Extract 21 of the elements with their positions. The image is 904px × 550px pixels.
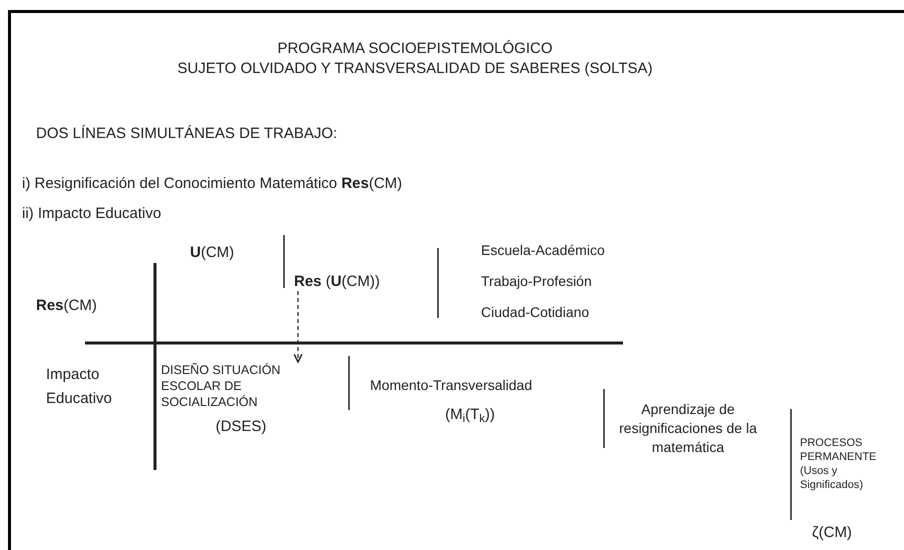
text-label: Escuela-Académico (481, 241, 605, 260)
stage-acronym: (DSES) (214, 417, 268, 437)
stage-formula: (M$_{i}$(T$_{k}$)) (444, 405, 496, 426)
stage-title: Momento-Transversalidad (370, 376, 534, 395)
text-label: i) Resignificación del Conocimiento Matemático Res(CM) (22, 174, 402, 194)
column-heading: Res (U(CM)) (294, 272, 381, 292)
text-label: Ciudad-Cotidiano (481, 303, 590, 322)
text-label: ii) Impacto Educativo (22, 204, 162, 224)
text-label: DOS LÍNEAS SIMULTÁNEAS DE TRABAJO: (36, 124, 338, 144)
dashed-arrow (293, 291, 303, 363)
stage-note: (Usos y Significados) (800, 464, 864, 492)
text-label: SUJETO OLVIDADO Y TRANSVERSALIDAD DE SABERES (SOLTSA) (176, 59, 654, 79)
stage-title: DISEÑO SITUACIÓN ESCOLAR DE SOCIALIZACIÓN (161, 362, 282, 410)
text-label: PROGRAMA SOCIOEPISTEMOLÓGICO (276, 39, 554, 59)
stage-title: PROCESOS PERMANENTE (800, 436, 878, 464)
column-heading: U(CM) (190, 243, 236, 263)
row-heading: Res(CM) (36, 296, 98, 316)
row-heading: Impacto Educativo (46, 365, 113, 409)
stage-title: Aprendizaje de resignificaciones de la matemática (618, 400, 758, 457)
stage-formula: ζ(CM) (812, 523, 853, 543)
text-label: Trabajo-Profesión (481, 272, 592, 291)
